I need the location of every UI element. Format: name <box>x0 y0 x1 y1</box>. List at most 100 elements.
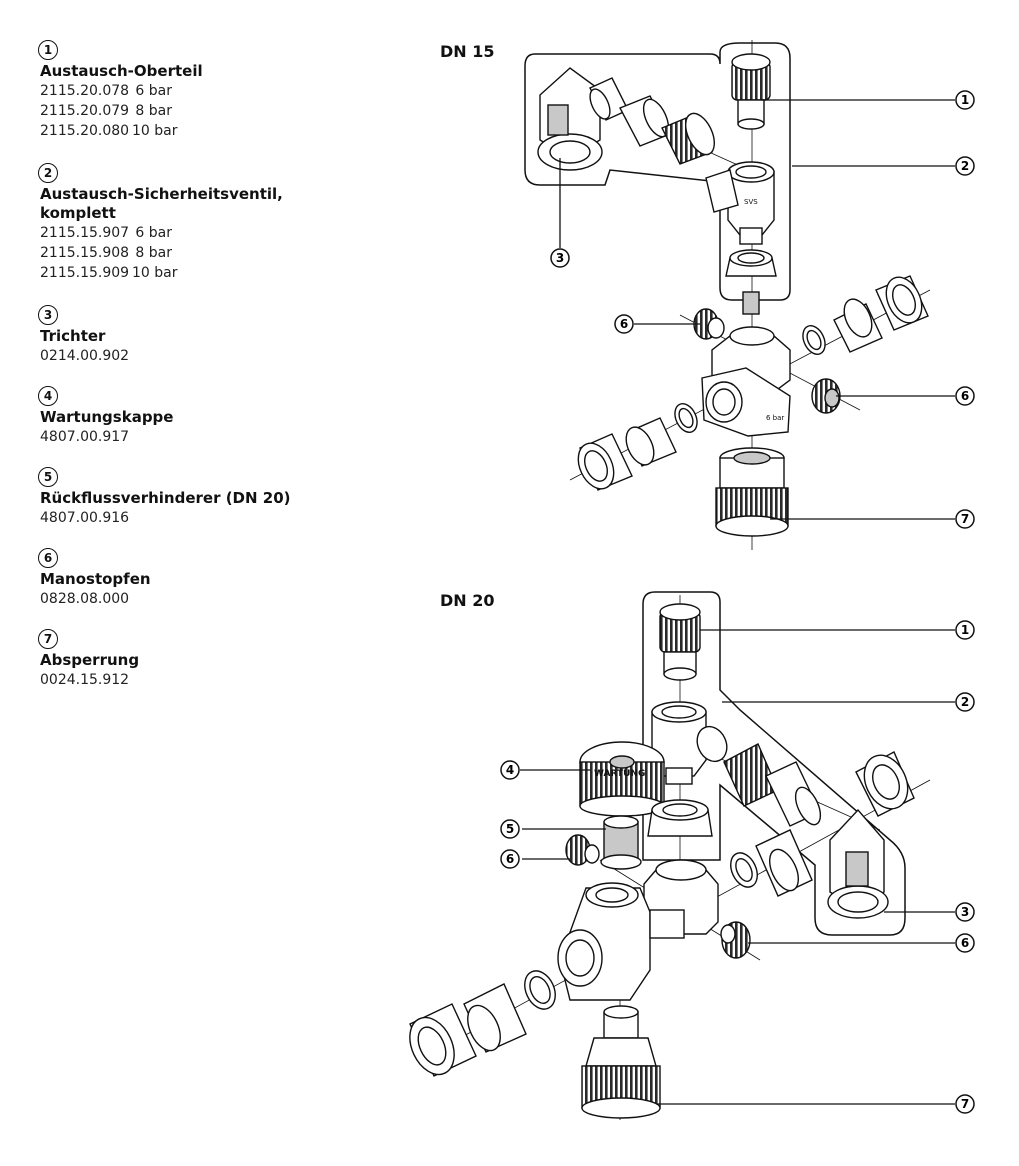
callout-dn15-3: 3 <box>550 248 570 268</box>
part-row: 4807.00.916 <box>40 508 368 528</box>
callout-dn15-2-label: 2 <box>961 159 969 173</box>
dn20-valve-top-part <box>659 603 701 681</box>
callout-dn20-7: 7 <box>955 1094 975 1114</box>
section-label-dn15: DN 15 <box>440 42 495 61</box>
part-number: 2115.20.079 <box>40 103 130 119</box>
callout-dn20-6a: 6 <box>500 849 520 869</box>
legend-part-list: 4807.00.917 <box>40 427 368 447</box>
dn15-body-pressure-mark: 6 bar <box>766 414 784 422</box>
part-number: 4807.00.916 <box>40 510 130 526</box>
part-number: 0214.00.902 <box>40 348 130 364</box>
dn20-valve-outline <box>642 591 906 936</box>
dn20-right-gasket <box>730 852 758 888</box>
callout-dn15-6b-label: 6 <box>961 389 969 403</box>
callout-dn20-1: 1 <box>955 620 975 640</box>
legend-title: Absperrung <box>40 651 140 669</box>
callout-dn20-6b: 6 <box>955 933 975 953</box>
legend-part-list: 4807.00.916 <box>40 508 368 528</box>
dn20-assembly: WARTUNG <box>409 591 931 1120</box>
legend-title: Austausch-Oberteil <box>40 62 203 80</box>
dn15-insert-part <box>742 291 760 315</box>
dn15-right-nut <box>875 275 929 331</box>
callout-dn15-2: 2 <box>955 156 975 176</box>
callout-dn15-7-label: 7 <box>961 512 969 526</box>
callout-dn20-4: 4 <box>500 760 520 780</box>
dn20-tube-piece <box>765 761 822 827</box>
dn20-funnel-part <box>827 808 889 919</box>
part-number: 2115.15.908 <box>40 245 130 261</box>
dn20-left-nut <box>409 1003 477 1077</box>
callout-dn15-3-label: 3 <box>556 251 564 265</box>
legend-number: 2 <box>38 163 58 183</box>
dn15-left-sleeve <box>625 417 677 467</box>
dn20-callouts <box>520 629 955 1105</box>
callout-dn20-7-label: 7 <box>961 1097 969 1111</box>
section-label-dn20: DN 20 <box>440 591 495 610</box>
callout-dn20-6a-label: 6 <box>506 852 514 866</box>
dn15-valve-top-part <box>731 53 771 130</box>
part-pressure: 6 bar <box>135 225 172 241</box>
callout-dn15-6a: 6 <box>614 314 634 334</box>
part-row: 2115.15.907 6 bar <box>40 223 368 243</box>
legend-number: 1 <box>38 40 58 60</box>
dn20-center-body <box>557 859 719 1001</box>
callout-dn20-3: 3 <box>955 902 975 922</box>
dn15-callouts <box>559 99 955 520</box>
legend-title: Wartungskappe <box>40 408 174 426</box>
legend-number: 6 <box>38 548 58 568</box>
callout-dn20-1-label: 1 <box>961 623 969 637</box>
dn15-funnel-part <box>537 67 603 171</box>
part-number: 0828.08.000 <box>40 591 130 607</box>
dn15-mano-plug-right <box>811 378 841 414</box>
callout-dn20-2: 2 <box>955 692 975 712</box>
part-number: 2115.20.080 <box>40 123 130 139</box>
dn20-shutoff-part <box>581 1005 661 1119</box>
callout-dn20-6b-label: 6 <box>961 936 969 950</box>
legend-part-list: 2115.15.907 6 bar 2115.15.908 8 bar 2115.15.… <box>40 223 368 283</box>
dn20-check-valve-part <box>600 815 642 870</box>
legend-number: 4 <box>38 386 58 406</box>
dn20-valve-body-part <box>651 701 728 785</box>
callout-dn15-7: 7 <box>955 509 975 529</box>
part-row: 0214.00.902 <box>40 346 368 366</box>
legend-title: Trichter <box>40 327 106 345</box>
dn15-mano-plug-left <box>693 308 725 340</box>
part-number: 4807.00.917 <box>40 429 130 445</box>
legend-part-list: 0214.00.902 <box>40 346 368 366</box>
legend-title: Austausch-Sicherheitsventil, komplett <box>40 185 283 222</box>
dn20-right-sleeve <box>755 829 813 897</box>
legend-number: 7 <box>38 629 58 649</box>
part-pressure: 10 bar <box>132 265 178 281</box>
part-pressure: 8 bar <box>135 245 172 261</box>
dn15-assembly: 6 bar SVS <box>524 40 931 550</box>
part-pressure: 10 bar <box>132 123 178 139</box>
dn15-center-body: 6 bar SVS <box>701 198 791 437</box>
part-row: 0024.15.912 <box>40 670 368 690</box>
dn15-valve-body-part <box>705 161 775 245</box>
part-row: 4807.00.917 <box>40 427 368 447</box>
part-pressure: 6 bar <box>135 83 172 99</box>
dn15-valve-outline <box>524 42 791 301</box>
legend-part-list: 0024.15.912 <box>40 670 368 690</box>
legend-title: Rückflussverhinderer (DN 20) <box>40 489 291 507</box>
dn15-sleeve-piece <box>619 95 671 147</box>
legend-number: 3 <box>38 305 58 325</box>
dn15-shutoff-part <box>715 447 789 537</box>
callout-dn20-5-label: 5 <box>506 822 514 836</box>
dn20-mano-plug-left <box>565 834 600 866</box>
callout-dn15-6b: 6 <box>955 386 975 406</box>
dn20-left-sleeve <box>463 983 527 1053</box>
legend-title: Manostopfen <box>40 570 151 588</box>
dn20-right-nut <box>855 751 915 817</box>
part-number: 2115.15.907 <box>40 225 130 241</box>
dn15-thread-piece <box>661 112 716 165</box>
